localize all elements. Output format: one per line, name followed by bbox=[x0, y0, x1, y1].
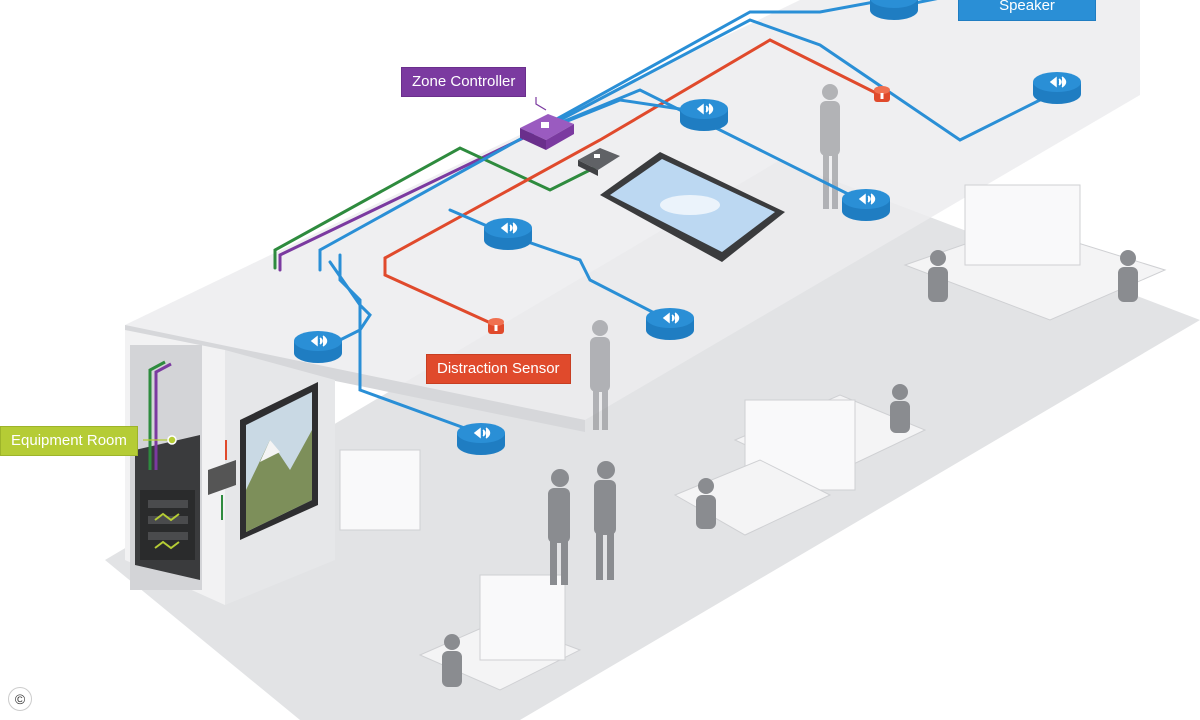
zone-controller-label: Zone Controller bbox=[401, 67, 527, 97]
cable-green bbox=[273, 146, 602, 270]
speaker-icon bbox=[484, 218, 532, 250]
copyright-badge: © bbox=[8, 687, 32, 711]
speaker-label: Speaker bbox=[958, 0, 1096, 21]
sensor-icon bbox=[488, 318, 504, 334]
cable-red bbox=[383, 38, 882, 260]
person-icon bbox=[594, 461, 616, 580]
office-floor bbox=[105, 160, 1200, 720]
cable-blue bbox=[506, 233, 670, 322]
person-icon bbox=[890, 384, 910, 433]
equipment-room bbox=[125, 330, 335, 605]
wall-panel-icon bbox=[208, 440, 236, 520]
equipment-label-dot bbox=[167, 435, 177, 445]
cable-purple bbox=[278, 128, 542, 272]
cable-blue bbox=[558, 18, 1052, 142]
speaker-icon bbox=[1033, 72, 1081, 104]
cables bbox=[273, 0, 1052, 432]
control-panel-icon bbox=[578, 148, 620, 176]
speakers bbox=[294, 0, 1081, 455]
person-icon bbox=[442, 634, 462, 687]
server-rack-icon bbox=[135, 435, 200, 580]
sensor-icon bbox=[874, 86, 890, 102]
sensors bbox=[488, 86, 890, 334]
distraction-sensor-label: Distraction Sensor bbox=[426, 354, 571, 384]
speaker-icon bbox=[294, 331, 342, 363]
speaker-icon bbox=[842, 189, 890, 221]
zone-label-connector bbox=[535, 97, 547, 111]
cable-blue bbox=[318, 0, 887, 272]
speaker-icon bbox=[870, 0, 918, 20]
people bbox=[442, 84, 1138, 687]
cable-blue bbox=[338, 253, 472, 432]
person-icon bbox=[928, 250, 948, 302]
display-icon bbox=[600, 152, 785, 262]
speaker-icon bbox=[680, 99, 728, 131]
ceiling-edge bbox=[125, 325, 585, 432]
person-icon bbox=[1118, 250, 1138, 302]
landscape-picture bbox=[240, 382, 318, 540]
person-icon bbox=[696, 478, 716, 529]
equipment-room-label: Equipment Room bbox=[0, 426, 138, 456]
zone-controller-icon bbox=[520, 114, 574, 150]
speaker-icon bbox=[457, 423, 505, 455]
person-icon bbox=[548, 469, 570, 585]
speaker-icon bbox=[646, 308, 694, 340]
person-icon bbox=[590, 320, 610, 430]
